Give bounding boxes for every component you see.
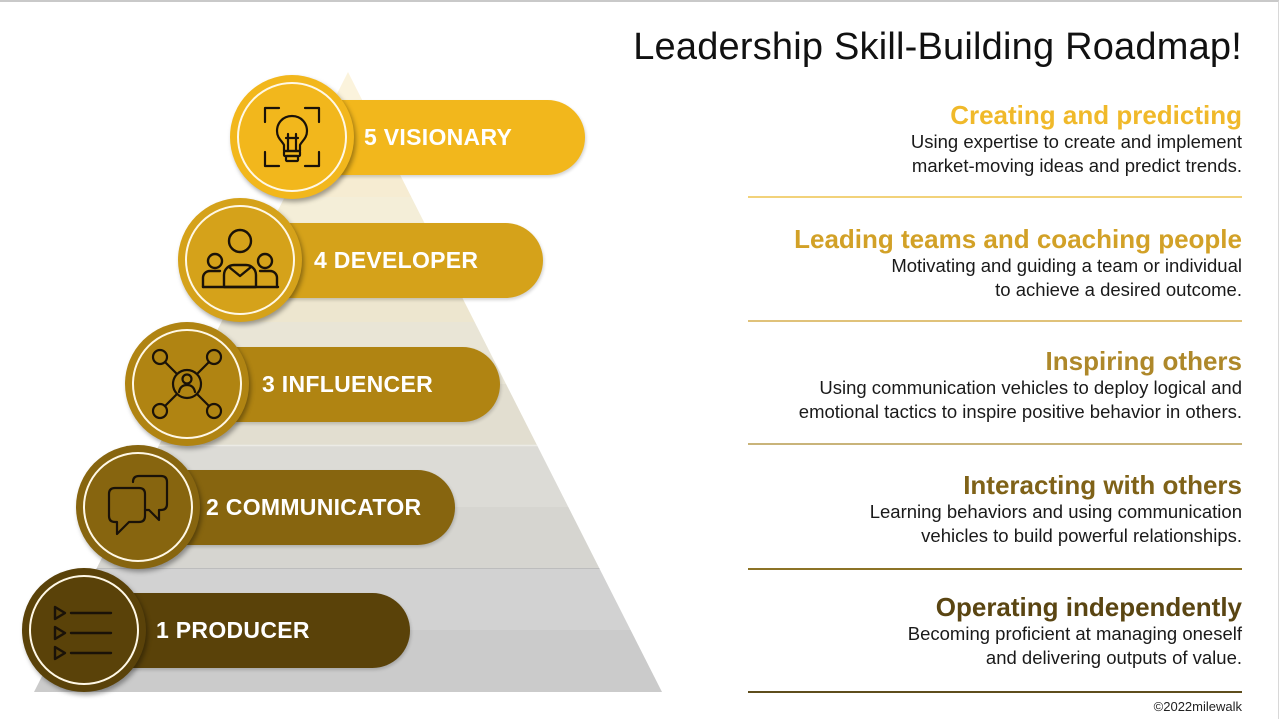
copyright-notice: ©2022milewalk xyxy=(1153,699,1242,714)
badge-visionary xyxy=(230,75,354,199)
description-line: Learning behaviors and using communicati… xyxy=(869,501,1242,522)
description-producer: Operating independently Becoming profici… xyxy=(908,592,1242,670)
badge-producer xyxy=(22,568,146,692)
description-line: to achieve a desired outcome. xyxy=(995,279,1242,300)
divider-developer xyxy=(748,320,1242,322)
tier-label: 3 INFLUENCER xyxy=(262,371,434,397)
divider-visionary xyxy=(748,196,1242,198)
description-heading: Inspiring others xyxy=(1045,346,1242,376)
description-heading: Creating and predicting xyxy=(950,100,1242,130)
description-line: market-moving ideas and predict trends. xyxy=(911,155,1242,176)
description-developer: Leading teams and coaching people Motiva… xyxy=(794,224,1242,302)
description-line: Using expertise to create and implement xyxy=(910,131,1242,152)
divider-producer xyxy=(748,691,1242,693)
page-title: Leadership Skill-Building Roadmap! xyxy=(633,26,1242,68)
description-influencer: Inspiring others Using communication veh… xyxy=(799,346,1242,424)
badge-communicator xyxy=(76,445,200,569)
divider-influencer xyxy=(748,443,1242,445)
tier-label: 1 PRODUCER xyxy=(156,617,310,643)
description-line: emotional tactics to inspire positive be… xyxy=(798,401,1242,422)
description-visionary: Creating and predicting Using expertise … xyxy=(911,100,1242,178)
description-heading: Interacting with others xyxy=(963,470,1242,500)
checklist-icon xyxy=(53,605,113,661)
badge-developer xyxy=(178,198,302,322)
description-heading: Operating independently xyxy=(935,592,1242,622)
badge-influencer xyxy=(125,322,249,446)
description-line: and delivering outputs of value. xyxy=(985,647,1242,668)
network-person-icon xyxy=(151,348,223,420)
description-line: Using communication vehicles to deploy l… xyxy=(819,377,1242,398)
divider-communicator xyxy=(748,568,1242,570)
description-heading: Leading teams and coaching people xyxy=(794,224,1242,254)
team-icon xyxy=(201,228,280,289)
description-line: Motivating and guiding a team or individ… xyxy=(891,255,1242,276)
chat-bubbles-icon xyxy=(107,474,169,536)
description-line: vehicles to build powerful relationships… xyxy=(921,525,1242,546)
description-communicator: Interacting with others Learning behavio… xyxy=(870,470,1242,548)
tier-label: 4 DEVELOPER xyxy=(314,247,479,273)
tier-label: 2 COMMUNICATOR xyxy=(206,494,422,520)
description-line: Becoming proficient at managing oneself xyxy=(907,623,1242,644)
tier-label: 5 VISIONARY xyxy=(364,124,513,150)
lightbulb-icon xyxy=(263,106,321,168)
